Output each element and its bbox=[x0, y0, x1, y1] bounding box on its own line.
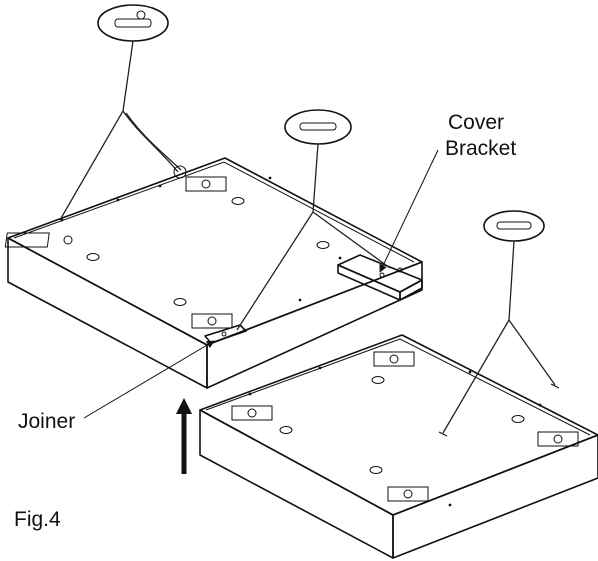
figure-caption: Fig.4 bbox=[14, 508, 61, 531]
cover-bracket-label-line2: Bracket bbox=[445, 137, 516, 160]
lower-mount-plate bbox=[537, 431, 579, 447]
upper-mount-plate bbox=[191, 313, 233, 329]
lower-mount-plate bbox=[387, 486, 429, 502]
joiner-label: Joiner bbox=[18, 410, 75, 433]
lift-arrow bbox=[176, 398, 192, 474]
ceiling-hanger bbox=[59, 4, 187, 221]
ceiling-hanger bbox=[438, 210, 560, 437]
lower-panel bbox=[199, 334, 598, 559]
cover-bracket-label-line1: Cover bbox=[448, 111, 504, 134]
cover-bracket-leader bbox=[379, 149, 439, 273]
upper-mount-plate bbox=[4, 232, 73, 248]
cover-bracket bbox=[337, 254, 423, 301]
lower-mount-plate bbox=[231, 405, 273, 421]
joiner-leader bbox=[83, 340, 215, 419]
lower-mount-plate bbox=[373, 351, 415, 367]
upper-mount-plate bbox=[185, 176, 227, 192]
upper-panel bbox=[4, 157, 423, 389]
ceiling-hanger bbox=[236, 109, 391, 331]
